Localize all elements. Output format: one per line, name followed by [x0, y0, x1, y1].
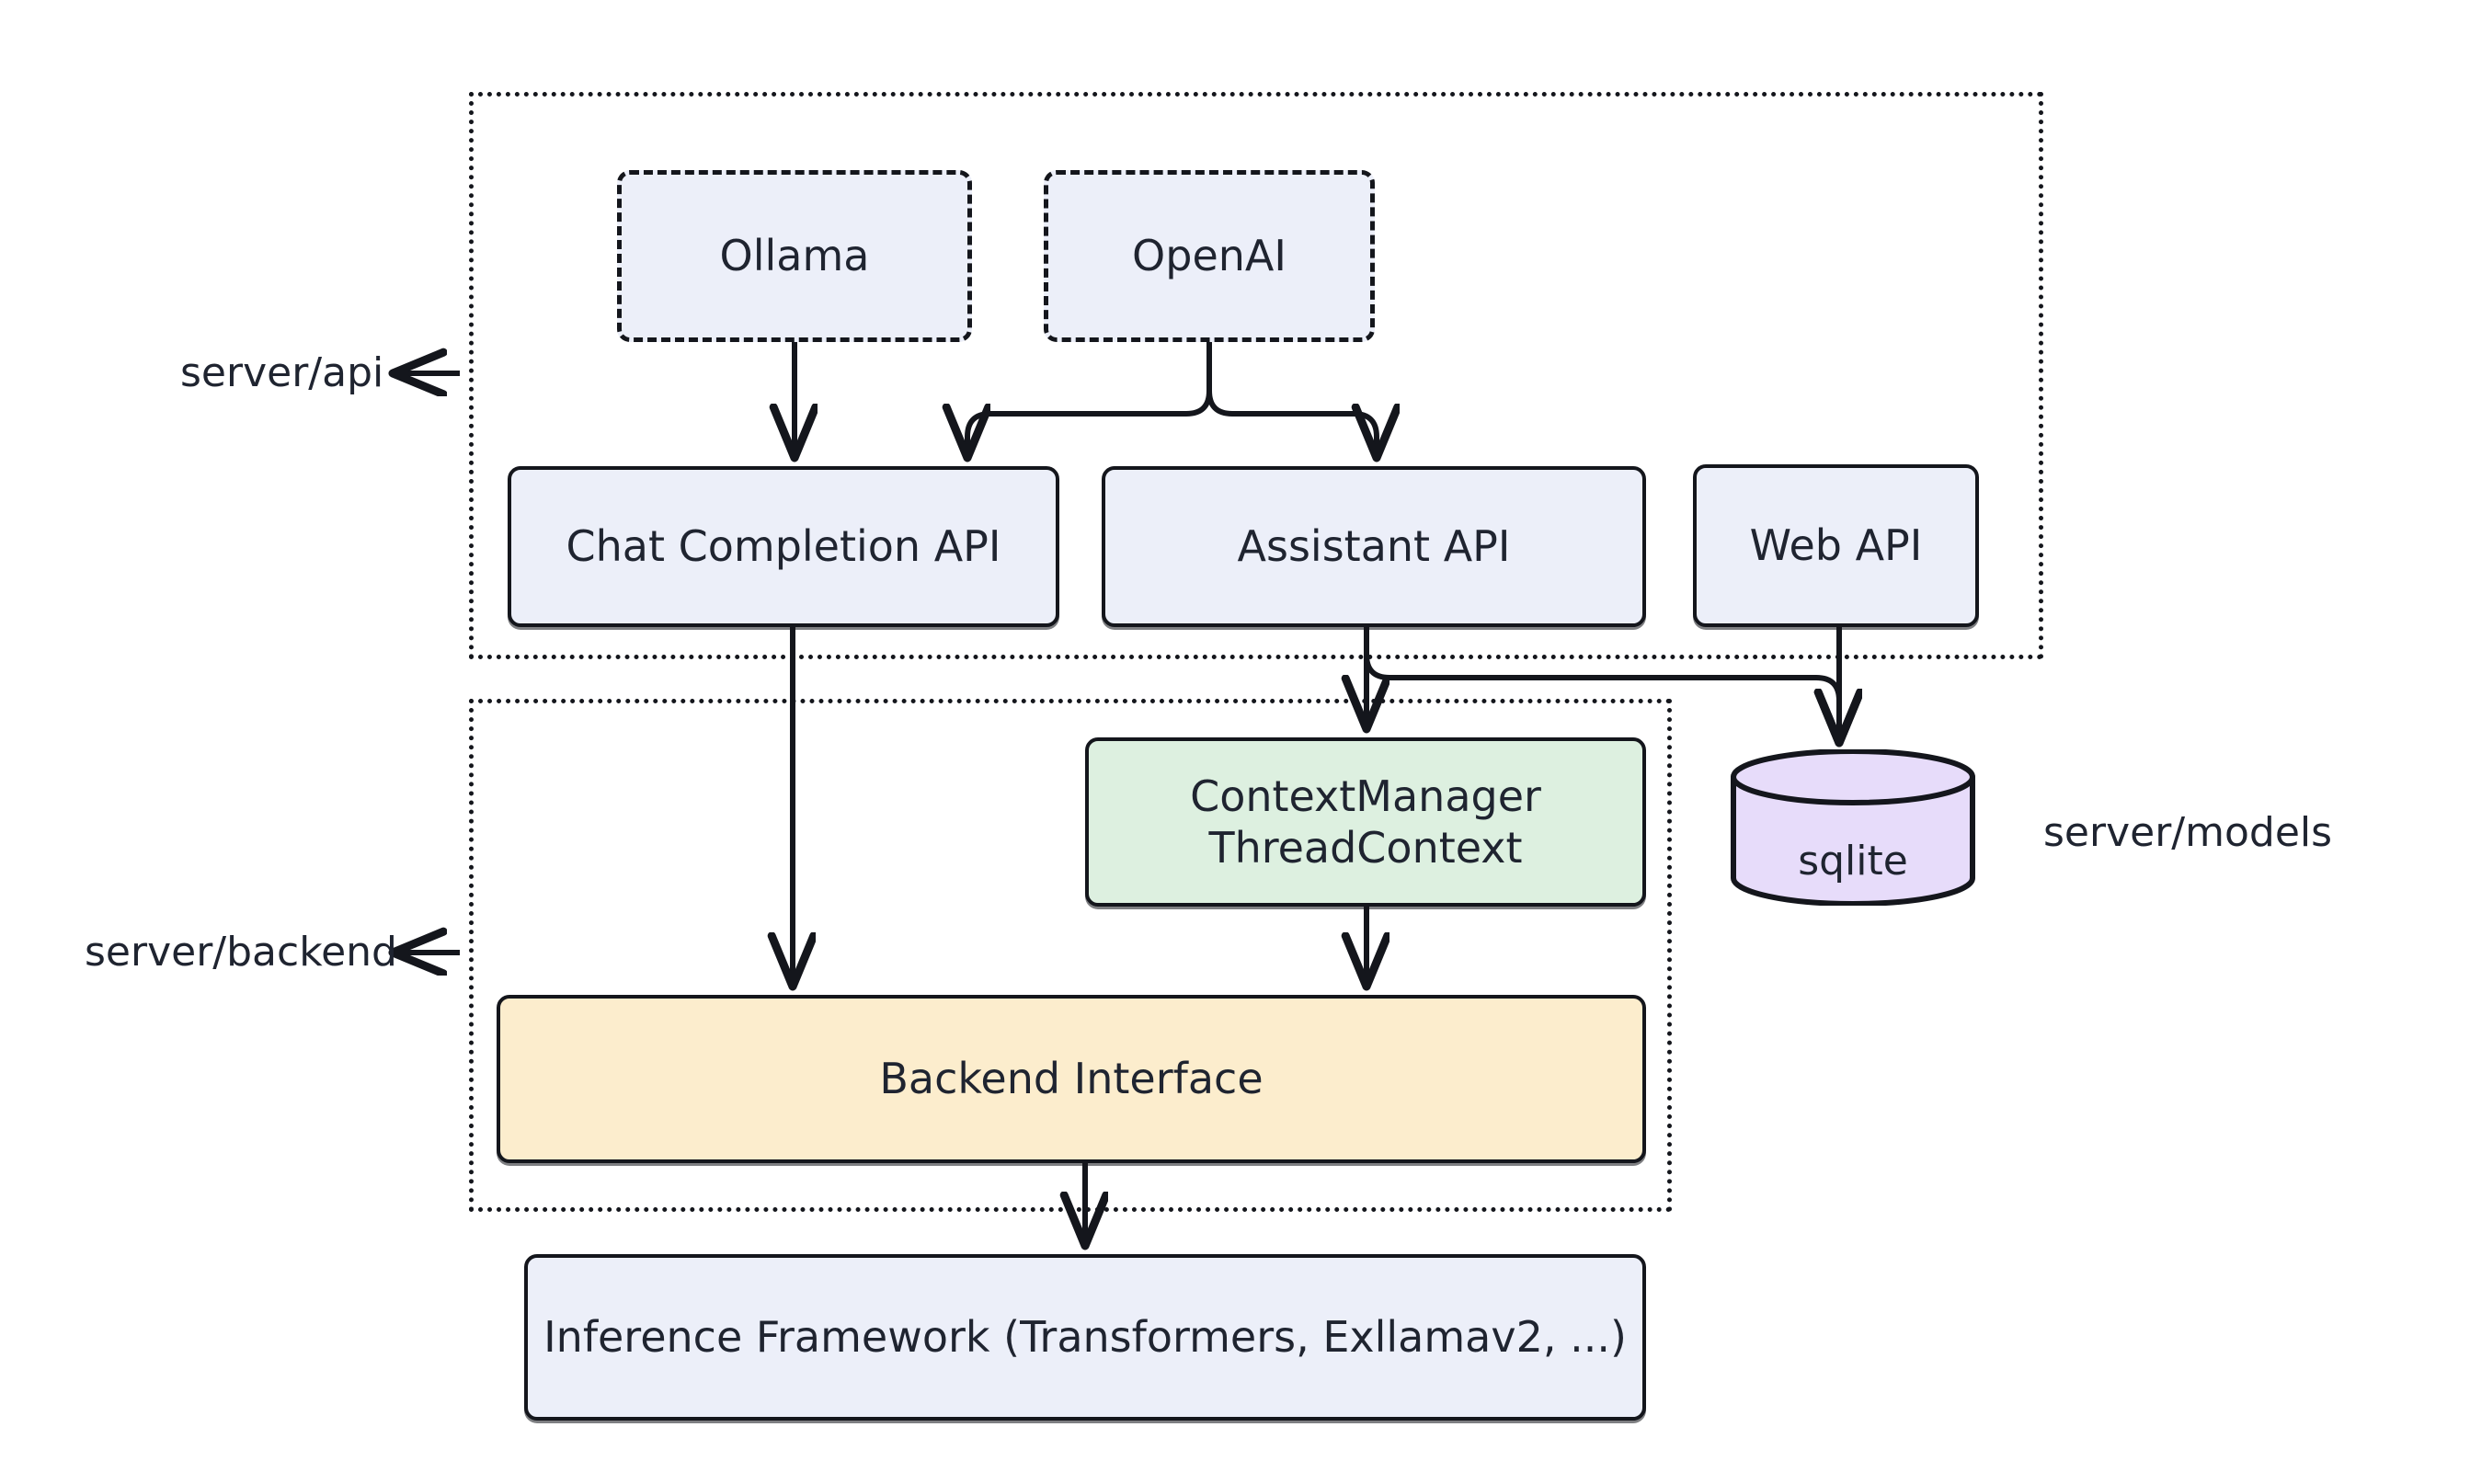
node-assistant-api[interactable]: Assistant API: [1102, 466, 1646, 627]
node-backend-interface[interactable]: Backend Interface: [497, 995, 1646, 1163]
group-label-server-api: server/api: [180, 349, 384, 396]
node-chat-completion-api[interactable]: Chat Completion API: [508, 466, 1059, 627]
group-label-server-backend: server/backend: [85, 929, 397, 976]
database-cylinder-icon: [1731, 748, 1975, 907]
node-openai[interactable]: OpenAI: [1044, 170, 1375, 342]
node-ollama[interactable]: Ollama: [617, 170, 972, 342]
node-inference-framework[interactable]: Inference Framework (Transformers, Exlla…: [524, 1254, 1646, 1421]
node-context-manager-line2: ThreadContext: [1208, 823, 1523, 873]
node-context-manager-line1: ContextManager: [1190, 771, 1541, 821]
group-server-api: [469, 92, 2043, 659]
node-web-api[interactable]: Web API: [1693, 464, 1979, 627]
label-server-models: server/models: [2043, 809, 2333, 856]
node-sqlite[interactable]: sqlite: [1729, 748, 1977, 907]
node-context-manager[interactable]: ContextManager ThreadContext: [1085, 737, 1646, 907]
